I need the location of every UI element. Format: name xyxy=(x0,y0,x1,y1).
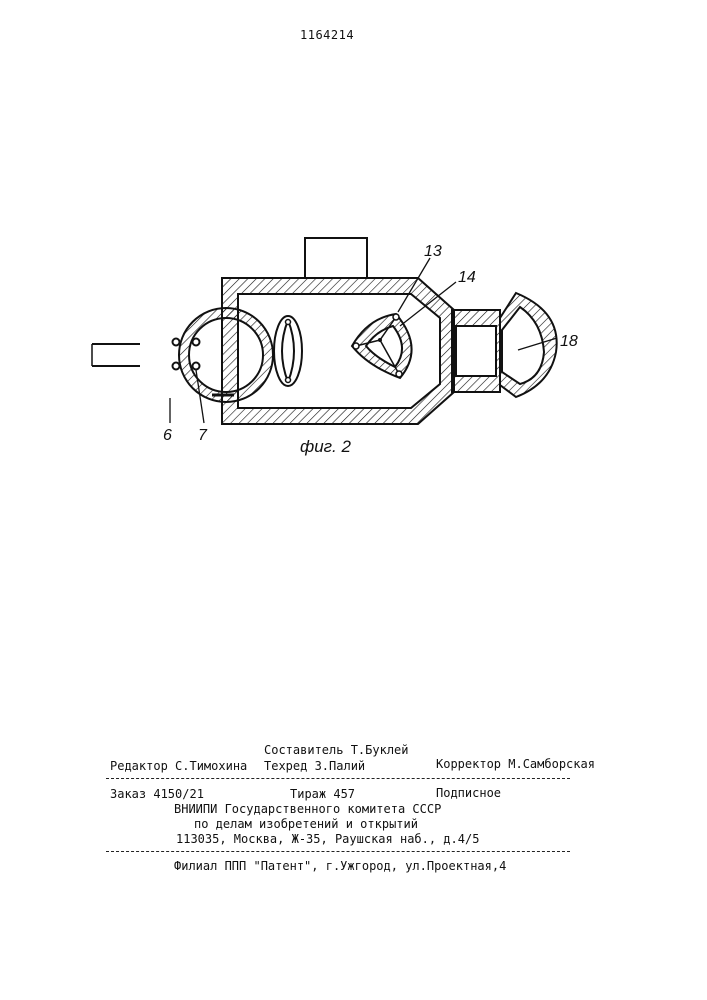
neck-block xyxy=(452,310,500,392)
figure-caption: фиг. 2 xyxy=(300,437,351,456)
label-13: 13 xyxy=(424,243,442,260)
oval-element xyxy=(274,316,302,386)
org-line-2: по делам изобретений и открытий xyxy=(194,817,418,831)
label-14: 14 xyxy=(458,269,476,286)
circulation: Тираж 457 xyxy=(290,787,355,801)
label-7: 7 xyxy=(198,427,208,444)
label-6: 6 xyxy=(163,427,172,444)
compiler: Составитель Т.Буклей xyxy=(264,743,409,757)
rule-bottom xyxy=(106,851,570,852)
label-18: 18 xyxy=(560,333,578,350)
top-block xyxy=(305,238,367,278)
rule-top xyxy=(106,778,570,779)
branch: Филиал ППП "Патент", г.Ужгород, ул.Проек… xyxy=(174,859,506,873)
corrector: Корректор М.Самборская xyxy=(436,757,595,771)
techred: Техред З.Палий xyxy=(264,759,365,773)
address: 113035, Москва, Ж-35, Раушская наб., д.4… xyxy=(176,832,479,846)
inlet-pipe xyxy=(92,344,140,366)
order: Заказ 4150/21 xyxy=(110,787,204,801)
subscription: Подписное xyxy=(436,786,501,800)
org-line-1: ВНИИПИ Государственного комитета СССР xyxy=(174,802,441,816)
main-chamber xyxy=(222,278,454,424)
editor: Редактор С.Тимохина xyxy=(110,759,247,773)
outlet-dome xyxy=(500,293,557,397)
